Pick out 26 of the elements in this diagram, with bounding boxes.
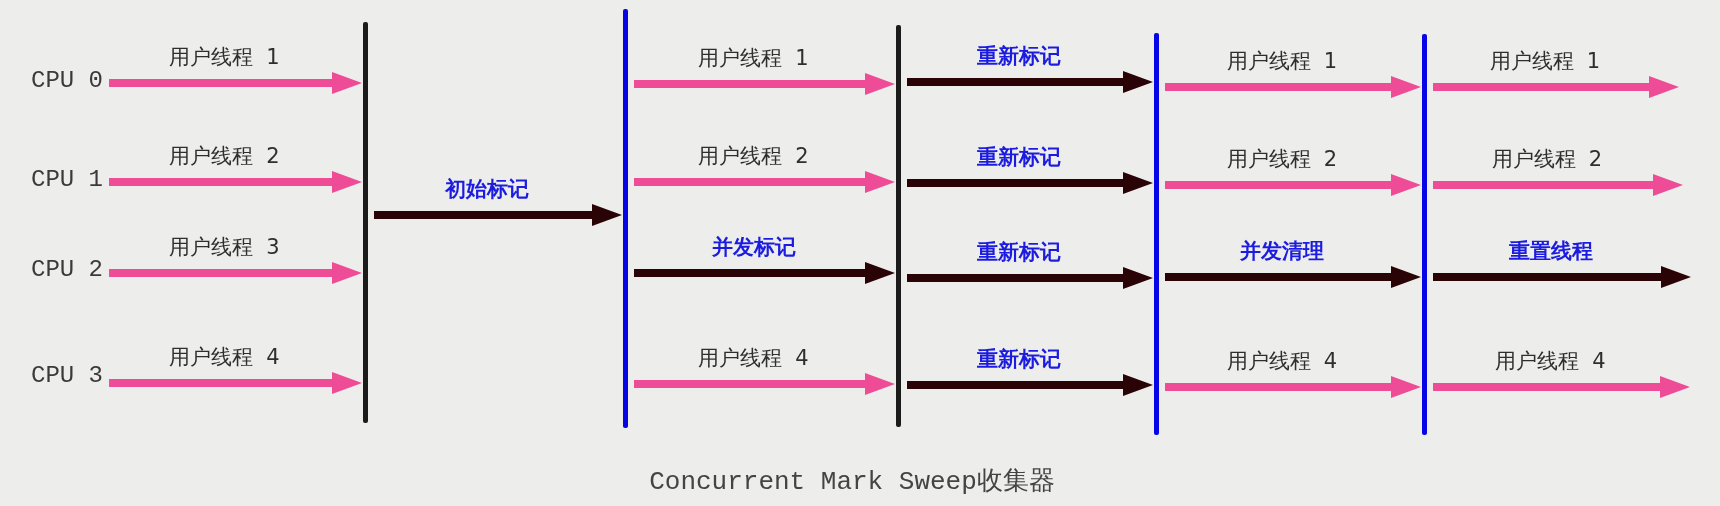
edge-label: 用户线程 1	[1487, 49, 1602, 73]
vertical-bar	[623, 9, 628, 428]
vertical-bar	[896, 25, 901, 427]
edge-label: 用户线程 2	[1489, 147, 1604, 171]
edge-label: 用户线程 1	[1224, 49, 1339, 73]
edge-label: 用户线程 2	[1224, 147, 1339, 171]
edge-label: 重新标记	[975, 44, 1063, 68]
vertical-bar	[1422, 34, 1427, 435]
edge-label: 并发清理	[1238, 239, 1326, 263]
edge-label: 用户线程 4	[1224, 349, 1339, 373]
cpu-label: CPU 0	[31, 67, 103, 95]
edge-label: 重新标记	[975, 347, 1063, 371]
edge-label: 用户线程 4	[1493, 349, 1608, 373]
edge-label: 用户线程 4	[696, 346, 811, 370]
edge-label: 初始标记	[443, 177, 531, 201]
edge-label: 并发标记	[709, 235, 798, 259]
edge-label: 用户线程 4	[167, 345, 282, 369]
cpu-label: CPU 1	[31, 166, 103, 194]
edge-label: 重新标记	[975, 240, 1063, 264]
vertical-bar	[363, 22, 368, 423]
caption: Concurrent Mark Sweep收集器	[649, 467, 1055, 497]
vertical-bar	[1154, 33, 1159, 435]
cpu-label: CPU 3	[31, 362, 103, 390]
edge-label: 重新标记	[975, 145, 1063, 169]
edge-label: 重置线程	[1507, 239, 1595, 263]
cpu-label: CPU 2	[31, 256, 103, 284]
